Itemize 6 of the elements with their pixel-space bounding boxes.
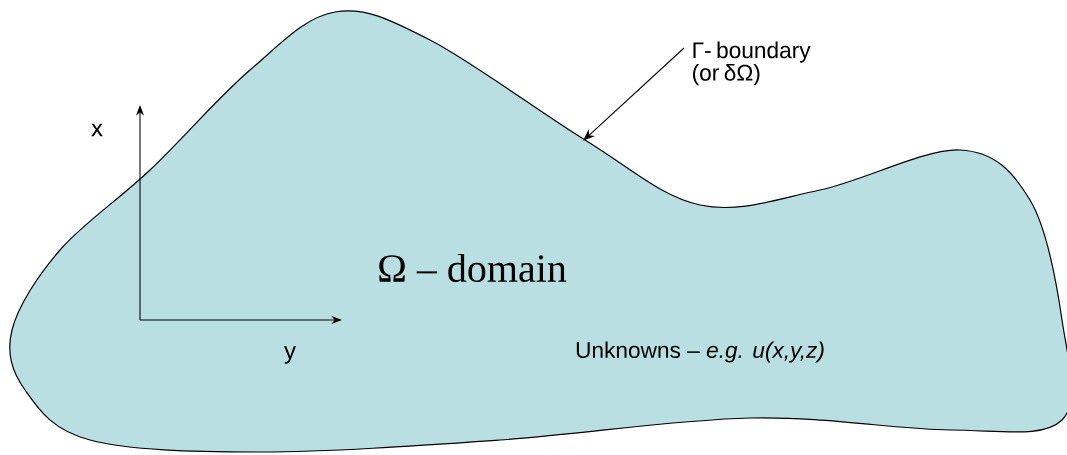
- axis-label: x: [91, 123, 103, 137]
- axis-label: y: [284, 346, 296, 364]
- leader-line: [583, 47, 685, 141]
- unknowns-label: Unknowns – e.g. u(x,y,z): [576, 341, 824, 363]
- boundary-label: Γ- boundary (or δΩ): [693, 41, 811, 86]
- domain-label: Ω – domain: [379, 253, 567, 283]
